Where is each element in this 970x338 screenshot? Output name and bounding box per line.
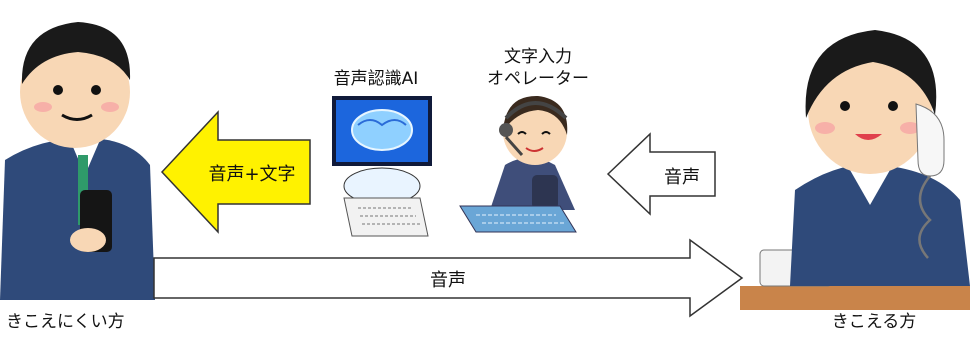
voice-in-arrow (606, 132, 716, 216)
arrow-label-voice-text: 音声+文字 (208, 164, 296, 185)
man-figure (0, 22, 155, 300)
label-hearing: きこえる方 (831, 312, 917, 332)
arrow-label-voice-direct: 音声 (430, 270, 466, 291)
arrow-label-voice-in: 音声 (664, 167, 700, 188)
ai-brain-icon (332, 96, 432, 237)
voice-direct-arrow (153, 238, 744, 318)
label-speech-ai: 音声認識AI (333, 69, 419, 89)
label-operator-line1: 文字入力 (504, 47, 572, 67)
woman-figure (740, 30, 970, 310)
voice-text-arrow (160, 110, 311, 234)
operator-figure (459, 95, 577, 233)
label-operator-line2: オペレーター (487, 69, 589, 89)
label-hard-of-hearing: きこえにくい方 (6, 312, 125, 332)
